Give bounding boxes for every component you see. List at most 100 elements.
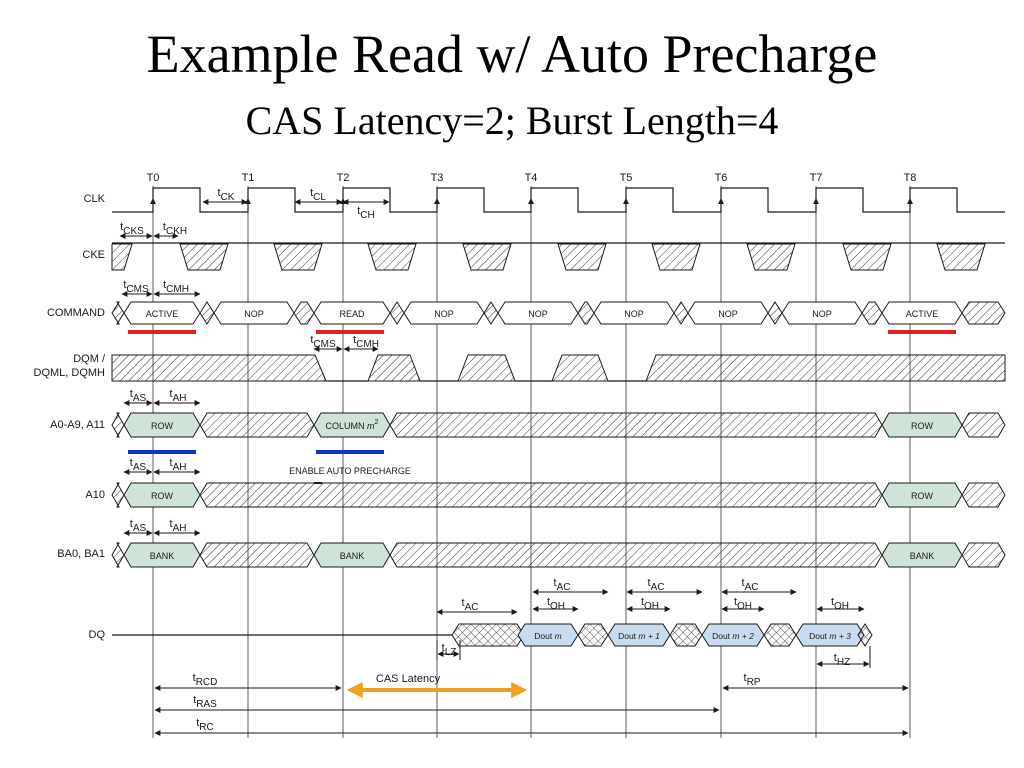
a10-row-label: ROW: [151, 491, 174, 501]
bank-address-dont-care: [961, 542, 1006, 568]
active-command-highlight: [128, 330, 196, 334]
dqm-dont-care: [367, 354, 421, 382]
bank-address-dont-care: [111, 542, 125, 568]
slide-title: Example Read w/ Auto Precharge: [146, 24, 878, 84]
clock-label-t6: T6: [715, 172, 728, 184]
dqm-tcmh-label: tCMH: [353, 334, 379, 350]
address-a10-dont-care: [961, 482, 1006, 508]
dqm-dont-care: [551, 354, 609, 382]
signal-label-ba: BA0, BA1: [57, 548, 105, 560]
cke-dont-care-trough: [367, 243, 417, 271]
trp-label: tRP: [744, 672, 761, 688]
clock-label-t4: T4: [525, 172, 538, 184]
address-a10-dont-care: [111, 482, 125, 508]
tcmh-label: tCMH: [163, 279, 189, 295]
dqm-dont-care: [645, 354, 1006, 382]
signal-label-clk: CLK: [84, 193, 106, 205]
command-dont-care: [389, 301, 405, 325]
tcms-label: tCMS: [123, 279, 149, 295]
tac-label-2: tAC: [554, 577, 571, 593]
clk-rising-edge-arrow: [813, 198, 819, 204]
clk-rising-edge-arrow: [340, 198, 346, 204]
signal-label-dq: DQ: [89, 629, 106, 641]
command-label-nop: NOP: [434, 309, 454, 319]
toh-label-4: tOH: [831, 596, 849, 612]
cke-dont-care-trough: [557, 243, 607, 271]
address-a0-a9-dont-care: [111, 412, 125, 438]
command-label-read: READ: [339, 309, 365, 319]
signal-label-a10: A10: [85, 489, 105, 501]
a10-high-marker: [314, 482, 322, 484]
dqm-dont-care: [457, 354, 516, 382]
dq-data-label: Dout m + 1: [618, 631, 660, 641]
command-label-nop: NOP: [812, 309, 832, 319]
clk-rising-edge-arrow: [718, 198, 724, 204]
auto-precharge-note: ENABLE AUTO PRECHARGE: [289, 466, 411, 476]
command-dont-care: [111, 301, 125, 325]
signal-label-dqm: DQM /: [73, 353, 106, 365]
cke-dont-care-trough: [651, 243, 701, 271]
read-command-highlight: [316, 330, 384, 334]
address-a10-dont-care: [199, 482, 883, 508]
cke-dont-care-trough: [179, 243, 229, 271]
tckh-label: tCKH: [163, 221, 187, 237]
thz-label: tHZ: [834, 652, 850, 668]
command-dont-care: [861, 301, 883, 325]
clock-label-t3: T3: [431, 172, 444, 184]
dq-transition: [763, 623, 797, 647]
clk-rising-edge-arrow: [623, 198, 629, 204]
dq-transition: [669, 623, 703, 647]
clock-label-t2: T2: [337, 172, 350, 184]
address-row-label: ROW: [151, 421, 174, 431]
signal-label-a0-a9: A0-A9, A11: [50, 419, 105, 431]
signal-label-command: COMMAND: [47, 307, 105, 319]
toh-label-1: tOH: [547, 596, 565, 612]
tras-label: tRAS: [193, 694, 217, 710]
clock-label-t5: T5: [620, 172, 633, 184]
clk-rising-edge-arrow: [907, 198, 913, 204]
row-address-highlight: [128, 450, 196, 454]
address-a0-a9-dont-care: [961, 412, 1006, 438]
tck-label: tCK: [218, 187, 235, 203]
clk-rising-edge-arrow: [245, 198, 251, 204]
cke-dont-care-trough: [936, 243, 986, 271]
command-label-nop: NOP: [528, 309, 548, 319]
address-tas-label: tAS: [130, 388, 147, 404]
cke-dont-care-trough: [462, 243, 512, 271]
clk-rising-edge-arrow: [528, 198, 534, 204]
cke-dont-care-trough: [111, 243, 133, 271]
bank-address-dont-care: [199, 542, 315, 568]
tcl-label: tCL: [310, 187, 326, 203]
command-label-nop: NOP: [624, 309, 644, 319]
bank-label: BANK: [910, 551, 935, 561]
toh-label-2: tOH: [641, 596, 659, 612]
tac-label-1: tAC: [462, 597, 479, 613]
command-dont-care: [577, 301, 595, 325]
a10-tah-label: tAH: [170, 457, 187, 473]
command-dont-care: [961, 301, 1006, 325]
dq-data-label: Dout m: [534, 631, 561, 641]
tac-label-4: tAC: [742, 577, 759, 593]
address-a0-a9-dont-care: [389, 412, 883, 438]
clock-label-t7: T7: [810, 172, 823, 184]
cke-dont-care-trough: [273, 243, 323, 271]
address-column-label: COLUMN m2: [326, 419, 379, 431]
clk-rising-edge-arrow: [150, 198, 156, 204]
tlz-label: tLZ: [442, 642, 457, 658]
tac-label-3: tAC: [648, 577, 665, 593]
cke-dont-care-trough: [746, 243, 796, 271]
bank-tah-label: tAH: [170, 518, 187, 534]
clock-label-t0: T0: [147, 172, 160, 184]
clock-label-t1: T1: [242, 172, 255, 184]
column-address-highlight: [316, 450, 384, 454]
signal-label-cke: CKE: [82, 249, 105, 261]
clock-label-t8: T8: [904, 172, 917, 184]
a10-tas-label: tAS: [130, 457, 147, 473]
command-dont-care: [199, 301, 215, 325]
cke-dont-care-trough: [842, 243, 892, 271]
tch-label: tCH: [357, 205, 375, 221]
a10-row-label: ROW: [911, 491, 934, 501]
trcd-label: tRCD: [193, 672, 218, 688]
dq-transition: [577, 623, 609, 647]
